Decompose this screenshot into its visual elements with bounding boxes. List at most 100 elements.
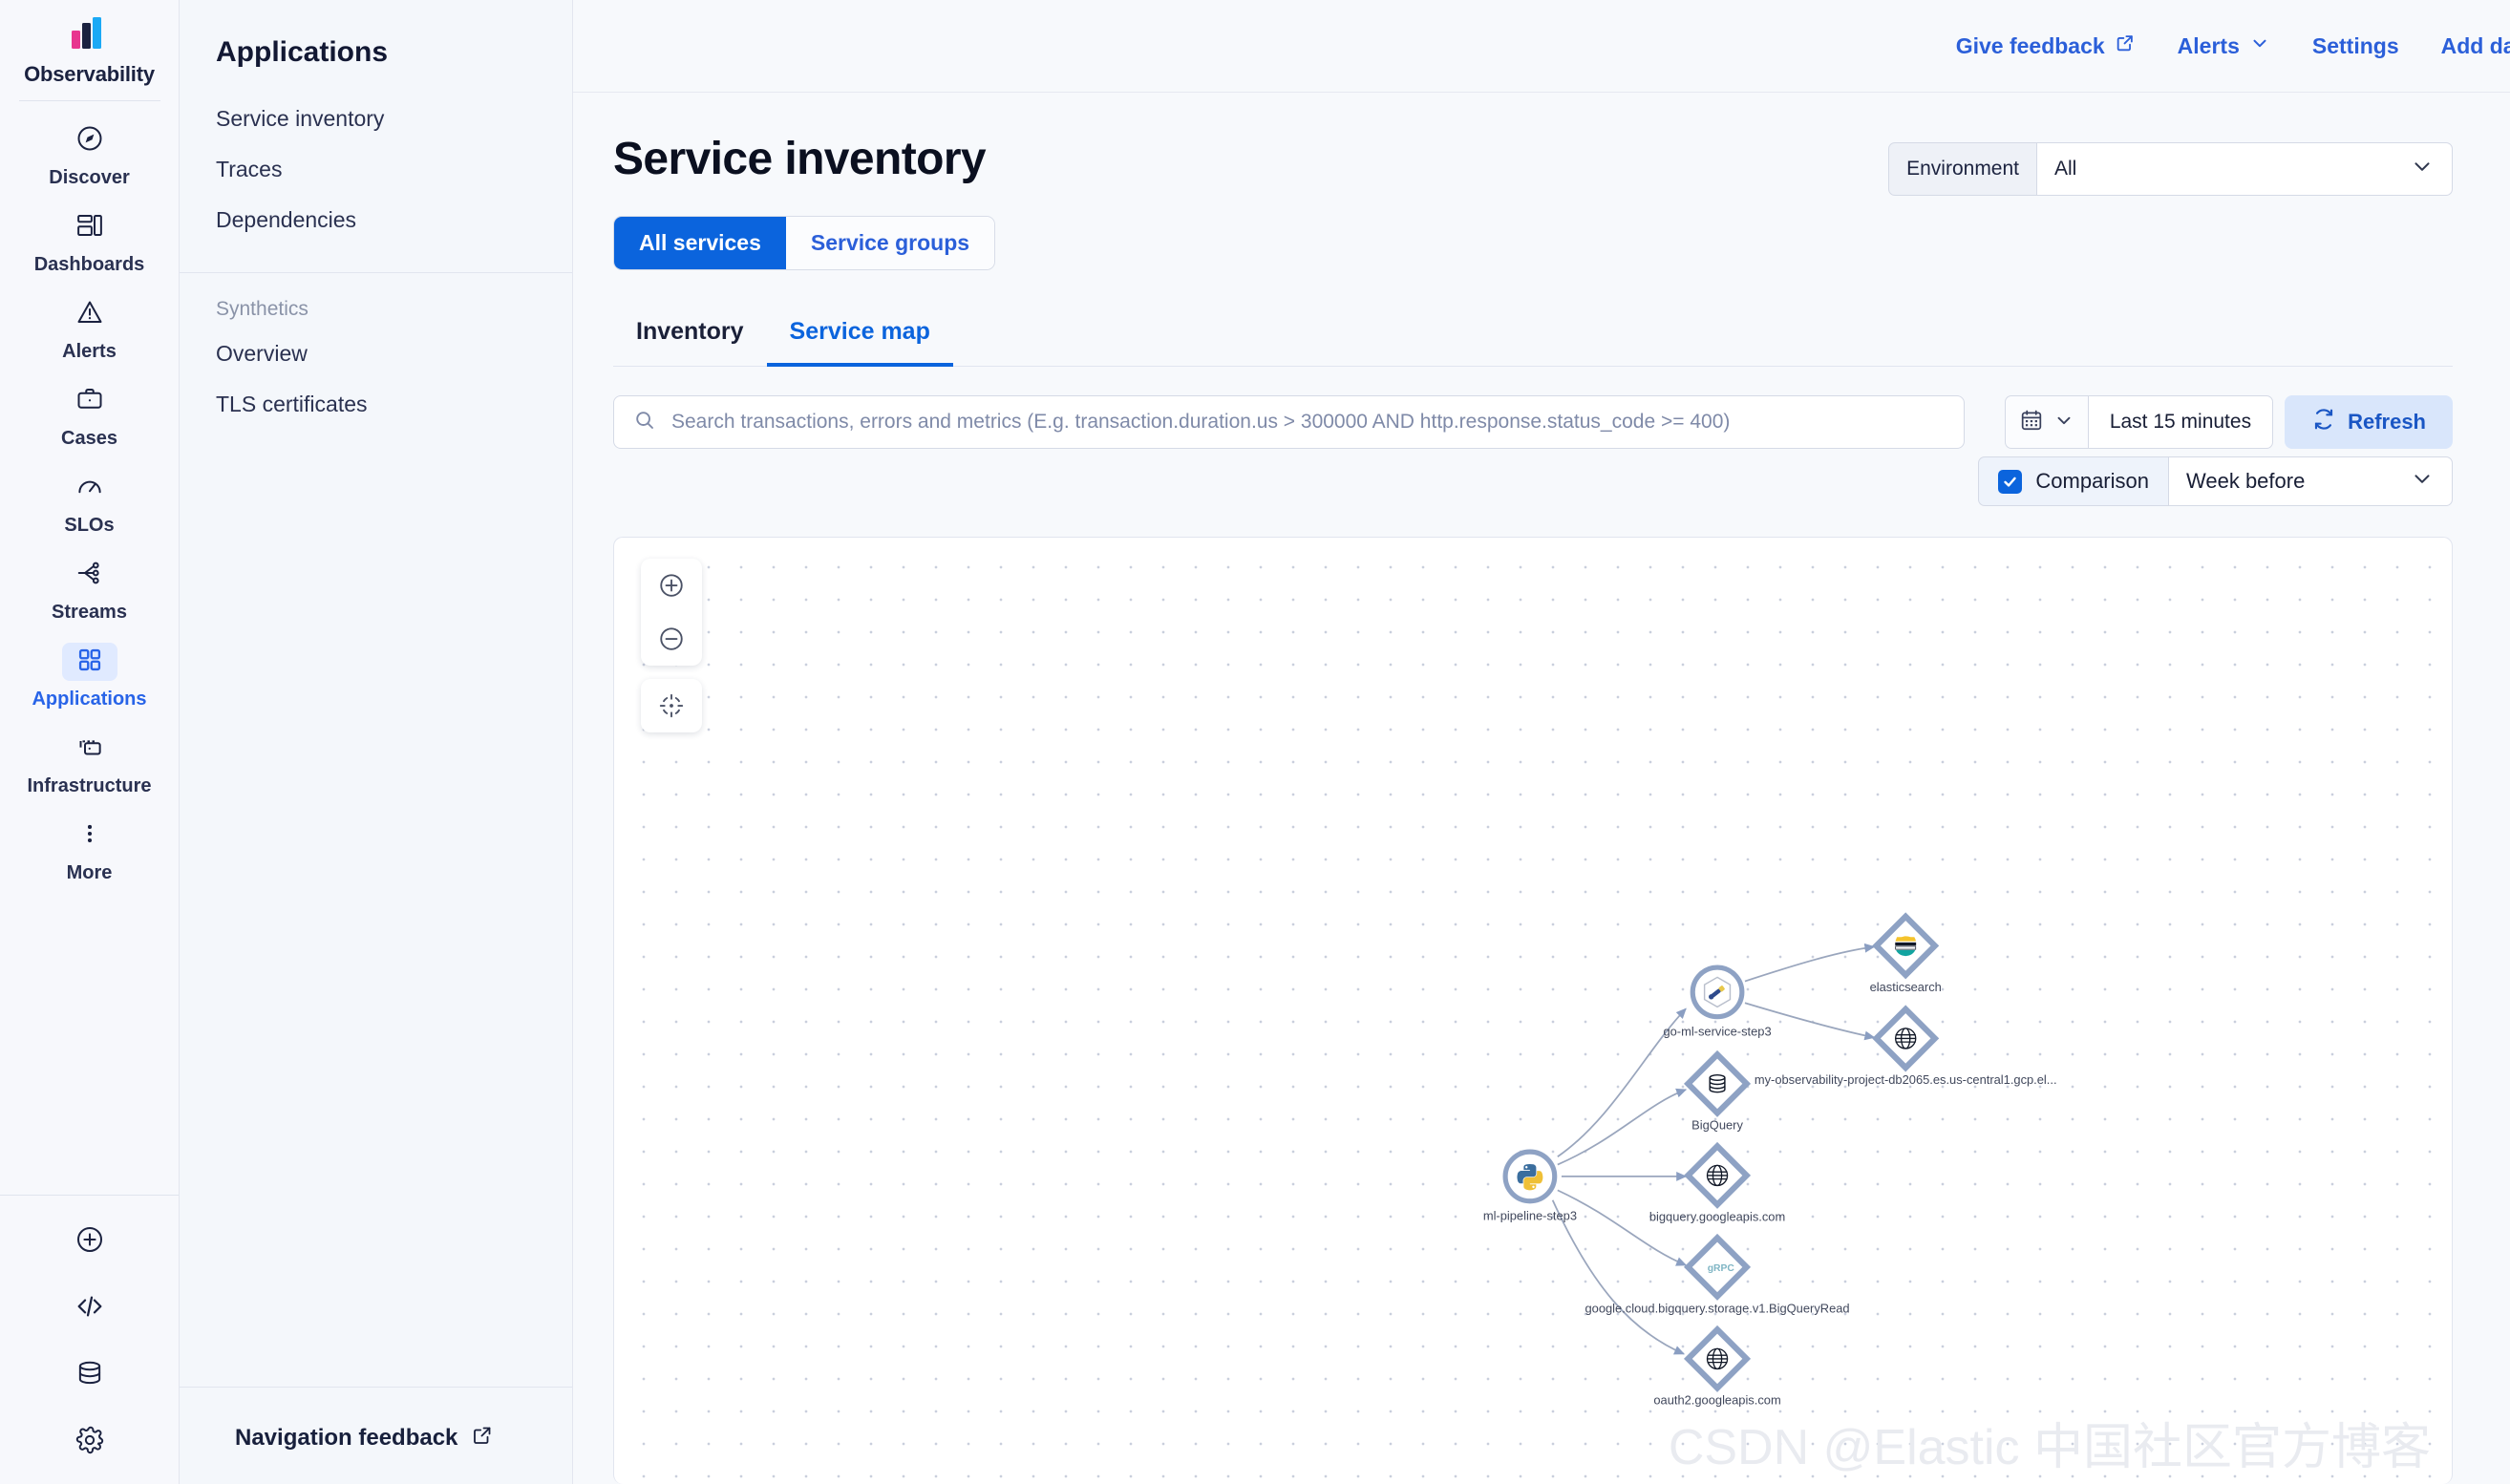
subnav-item-service-inventory[interactable]: Service inventory: [216, 106, 385, 131]
sidebar-item-discover[interactable]: Discover: [0, 111, 179, 198]
give-feedback-label: Give feedback: [1955, 32, 2105, 58]
sidebar-item-infrastructure[interactable]: Infrastructure: [0, 719, 179, 806]
alerts-menu-button[interactable]: Alerts: [2178, 32, 2270, 59]
search-icon: [633, 409, 656, 436]
svg-text:gRPC: gRPC: [1708, 1263, 1735, 1274]
subnav-item-traces[interactable]: Traces: [216, 157, 283, 181]
environment-value: All: [2054, 158, 2077, 180]
subnav-title: Applications: [216, 36, 389, 68]
subnav-item-dependencies[interactable]: Dependencies: [216, 207, 357, 232]
dashboard-icon: [75, 211, 104, 244]
edge-mlpipeline-bigquery: [1557, 1088, 1688, 1166]
settings-label: Settings: [2311, 32, 2399, 58]
comparison-checkbox[interactable]: [1998, 469, 2023, 494]
environment-label: Environment: [1888, 142, 2036, 196]
compass-icon: [75, 124, 104, 158]
map-node-bigquery-googleapis-com[interactable]: bigquery.googleapis.com: [1649, 1141, 1785, 1223]
map-node-go-ml-service-step3[interactable]: go-ml-service-step3: [1663, 965, 1772, 1038]
map-node-oauth2-googleapis-com[interactable]: oauth2.googleapis.com: [1653, 1325, 1781, 1407]
subnav-item-overview[interactable]: Overview: [216, 341, 308, 366]
edge-gomlservice-elasticsearch: [1744, 943, 1876, 983]
segment-service-groups[interactable]: Service groups: [785, 217, 995, 269]
code-icon[interactable]: [71, 1287, 109, 1325]
subnav-section-heading: Synthetics: [216, 298, 308, 320]
comparison-period-select[interactable]: Week before: [2168, 456, 2453, 506]
navigation-feedback-button[interactable]: Navigation feedback: [180, 1387, 572, 1484]
sidebar-item-slos[interactable]: SLOs: [0, 458, 179, 545]
sidebar-item-cases[interactable]: Cases: [0, 371, 179, 458]
date-quick-select-button[interactable]: [2004, 395, 2088, 449]
map-node-bigquery[interactable]: BigQuery: [1684, 1049, 1752, 1132]
map-node-label: google.cloud.bigquery.storage.v1.BigQuer…: [1585, 1301, 1849, 1315]
map-node-label: elasticsearch: [1870, 980, 1942, 994]
zoom-in-button[interactable]: [641, 559, 702, 612]
kebab-dots-icon: [77, 821, 102, 851]
services-segmented-control: All services Service groups: [613, 216, 996, 270]
comparison-toggle[interactable]: Comparison: [1978, 456, 2168, 506]
environment-select[interactable]: All: [2036, 142, 2453, 196]
calendar-icon: [2019, 408, 2044, 437]
chevron-down-icon: [2249, 32, 2270, 59]
alerts-menu-label: Alerts: [2177, 32, 2240, 58]
database-icon[interactable]: [71, 1354, 109, 1392]
subnav-item-tls-certificates[interactable]: TLS certificates: [216, 392, 368, 416]
gauge-icon: [75, 472, 104, 505]
chevron-down-icon: [2410, 154, 2435, 184]
sidebar-item-more[interactable]: More: [0, 806, 179, 893]
sidebar-label: Applications: [32, 689, 147, 710]
comparison-period-value: Week before: [2186, 469, 2306, 493]
give-feedback-button[interactable]: Give feedback: [1956, 32, 2136, 59]
briefcase-icon: [75, 385, 104, 418]
add-data-button[interactable]: Add data: [2441, 33, 2510, 59]
time-controls: Last 15 minutes Refresh: [1978, 395, 2453, 506]
map-node-ml-pipeline-step3[interactable]: ml-pipeline-step3: [1483, 1149, 1577, 1222]
search-input[interactable]: Search transactions, errors and metrics …: [671, 411, 1731, 433]
refresh-button[interactable]: Refresh: [2285, 395, 2453, 449]
service-map-container: ml-pipeline-step3 go-ml-service-step3: [573, 506, 2510, 1484]
zoom-out-button[interactable]: [641, 612, 702, 666]
main-content: Give feedback Alerts Settings Add data: [573, 0, 2510, 1484]
time-range-field[interactable]: Last 15 minutes: [2087, 395, 2274, 449]
sidebar-label: More: [66, 862, 113, 883]
gear-icon[interactable]: [71, 1421, 109, 1459]
map-node-label: bigquery.googleapis.com: [1649, 1209, 1785, 1223]
sidebar-label: Discover: [49, 167, 130, 188]
service-map-canvas[interactable]: ml-pipeline-step3 go-ml-service-step3: [613, 537, 2453, 1484]
map-node-bigqueryread[interactable]: gRPC google.cloud.bigquery.storage.v1.Bi…: [1585, 1233, 1850, 1315]
external-link-icon: [2115, 32, 2136, 59]
settings-button[interactable]: Settings: [2312, 33, 2399, 59]
add-data-label: Add data: [2440, 32, 2510, 58]
edge-mlpipeline-bigqueryread: [1557, 1189, 1688, 1266]
page-title: Service inventory: [613, 134, 987, 184]
edge-gomlservice-observability: [1744, 1002, 1876, 1041]
top-action-bar: Give feedback Alerts Settings Add data: [573, 0, 2510, 93]
sidebar-item-streams[interactable]: Streams: [0, 545, 179, 632]
grid-apps-icon: [76, 647, 103, 678]
rail-bottom-actions: [0, 1195, 179, 1484]
service-map-graph[interactable]: ml-pipeline-step3 go-ml-service-step3: [614, 538, 2452, 1484]
streams-icon: [75, 559, 104, 592]
plus-circle-icon[interactable]: [71, 1220, 109, 1259]
map-edges: [1551, 943, 1876, 1355]
map-node-label: ml-pipeline-step3: [1483, 1208, 1577, 1222]
search-input-wrapper[interactable]: Search transactions, errors and metrics …: [613, 395, 1966, 449]
observability-brand[interactable]: Observability: [0, 0, 179, 100]
map-node-label: go-ml-service-step3: [1663, 1024, 1771, 1038]
tab-inventory[interactable]: Inventory: [636, 318, 744, 345]
map-node-label: oauth2.googleapis.com: [1653, 1392, 1780, 1407]
center-map-button[interactable]: [641, 679, 702, 732]
sidebar-item-dashboards[interactable]: Dashboards: [0, 198, 179, 285]
comparison-label: Comparison: [2035, 469, 2149, 493]
sidebar-label: Dashboards: [33, 254, 145, 275]
map-node-my-observability-project[interactable]: my-observability-project-db2065.es.us-ce…: [1755, 1005, 2057, 1087]
sidebar-label: Streams: [52, 602, 127, 623]
segment-all-services[interactable]: All services: [614, 217, 786, 269]
sidebar-label: Infrastructure: [27, 775, 152, 796]
edge-mlpipeline-oauth2: [1551, 1199, 1686, 1355]
sidebar-item-alerts[interactable]: Alerts: [0, 285, 179, 371]
infrastructure-icon: [75, 732, 104, 766]
map-node-elasticsearch[interactable]: elasticsearch: [1870, 912, 1942, 994]
rail-item-list: Discover Dashboards Alerts: [0, 101, 179, 893]
tab-service-map[interactable]: Service map: [766, 308, 953, 367]
sidebar-item-applications[interactable]: Applications: [0, 632, 179, 719]
